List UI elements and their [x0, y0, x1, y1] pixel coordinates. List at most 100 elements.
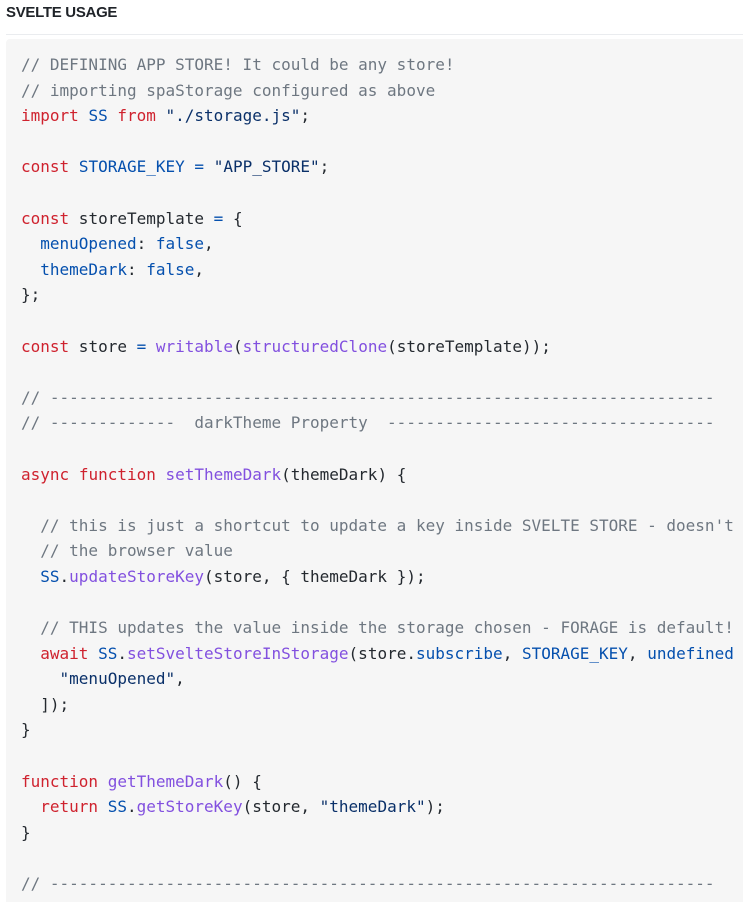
code-line: // DEFINING APP STORE! It could be any s… [21, 52, 743, 78]
code-line: const storeTemplate = { [21, 206, 743, 232]
code-line [21, 359, 743, 385]
code-identifier: STORAGE_KEY [78, 157, 185, 177]
code-text [21, 516, 40, 535]
code-text: (store, { themeDark }); [204, 566, 426, 586]
code-text: (store. [348, 643, 416, 663]
code-line [21, 743, 743, 769]
code-function: setThemeDark [165, 464, 282, 484]
code-comment: // THIS updates the value inside the sto… [40, 618, 734, 638]
code-text: , [175, 669, 185, 689]
code-keyword: from [117, 106, 156, 126]
code-identifier: SS [88, 106, 108, 126]
code-text [108, 106, 118, 125]
code-keyword: function [78, 464, 156, 484]
code-text [21, 669, 60, 688]
code-text [98, 772, 108, 791]
code-keyword: await [40, 643, 89, 663]
code-line: // THIS updates the value inside the sto… [21, 615, 743, 641]
code-text: , [502, 643, 522, 663]
code-identifier: SS [107, 797, 127, 817]
code-line: // importing spaStorage configured as ab… [21, 78, 743, 104]
code-identifier: = [194, 157, 205, 177]
code-line [21, 589, 743, 615]
code-text [79, 106, 89, 125]
code-text: () { [223, 771, 262, 791]
code-line: await SS.setSvelteStoreInStorage(store.s… [21, 641, 743, 667]
code-line: import SS from "./storage.js"; [21, 103, 743, 129]
code-identifier: = [213, 208, 224, 228]
code-content: // DEFINING APP STORE! It could be any s… [6, 39, 743, 897]
code-keyword: const [21, 336, 70, 356]
code-line: function getThemeDark() { [21, 769, 743, 795]
code-string: "APP_STORE" [213, 157, 320, 177]
code-keyword: const [21, 208, 70, 228]
code-text [156, 106, 166, 125]
code-line: ]); [21, 692, 743, 718]
code-text: }; [21, 285, 41, 305]
code-line [21, 845, 743, 871]
code-text: storeTemplate [69, 208, 214, 228]
code-line: // -------------------------------------… [21, 871, 743, 897]
code-identifier: false [146, 259, 195, 279]
code-line: // this is just a shortcut to update a k… [21, 513, 743, 539]
code-line: return SS.getStoreKey(store, "themeDark"… [21, 794, 743, 820]
code-comment: // -------------------------------------… [21, 387, 715, 407]
code-text: store [69, 336, 137, 356]
code-text: { [223, 208, 243, 228]
code-line [21, 308, 743, 334]
code-line: SS.updateStoreKey(store, { themeDark }); [21, 564, 743, 590]
code-text [69, 157, 79, 176]
code-string: "themeDark" [319, 797, 426, 817]
code-function: getStoreKey [136, 797, 243, 817]
code-keyword: function [21, 771, 99, 791]
code-identifier: themeDark [40, 259, 127, 279]
code-line: "menuOpened", [21, 666, 743, 692]
code-text: (themeDark) { [281, 464, 407, 484]
code-comment: // DEFINING APP STORE! It could be any s… [21, 55, 455, 74]
code-line [21, 180, 743, 206]
code-identifier: false [155, 234, 205, 254]
code-function: getThemeDark [107, 771, 224, 791]
code-comment: // the browser value [40, 541, 233, 561]
code-text: , [194, 259, 205, 279]
code-text [21, 797, 40, 816]
code-identifier: = [136, 336, 147, 356]
code-text [21, 618, 40, 637]
code-text: : [136, 234, 156, 254]
code-text: , [204, 234, 214, 254]
code-text [88, 644, 98, 663]
code-text: (store, [242, 797, 320, 817]
section-heading: SVELTE USAGE [6, 4, 118, 21]
code-line [21, 129, 743, 155]
code-keyword: const [21, 157, 70, 177]
code-text: } [21, 822, 31, 842]
code-text: } [21, 720, 31, 740]
code-text: ); [425, 797, 445, 817]
code-text: ]); [21, 694, 70, 714]
code-function: writable [155, 336, 233, 356]
code-block[interactable]: // DEFINING APP STORE! It could be any s… [6, 39, 743, 902]
code-line [21, 436, 743, 462]
code-text [21, 541, 40, 560]
code-line: async function setThemeDark(themeDark) { [21, 462, 743, 488]
code-function: structuredClone [242, 336, 388, 356]
code-text: . [59, 566, 70, 586]
code-comment: // -------------------------------------… [21, 874, 715, 893]
code-comment: // importing spaStorage configured as ab… [21, 80, 436, 100]
code-text: ; [319, 157, 330, 177]
code-identifier: undefined [647, 643, 734, 663]
code-text: : [126, 259, 147, 279]
code-keyword: async [21, 464, 70, 484]
code-text: . [126, 797, 137, 817]
code-text [21, 644, 40, 663]
code-text: . [117, 643, 127, 663]
code-comment: // this is just a shortcut to update a k… [40, 515, 734, 535]
code-text [21, 567, 40, 586]
code-text [98, 797, 108, 816]
code-line: // -------------------------------------… [21, 385, 743, 411]
code-text [156, 465, 166, 484]
code-identifier: menuOpened [40, 234, 137, 254]
code-text [146, 337, 156, 356]
code-text [204, 157, 214, 176]
code-identifier: SS [40, 566, 60, 586]
